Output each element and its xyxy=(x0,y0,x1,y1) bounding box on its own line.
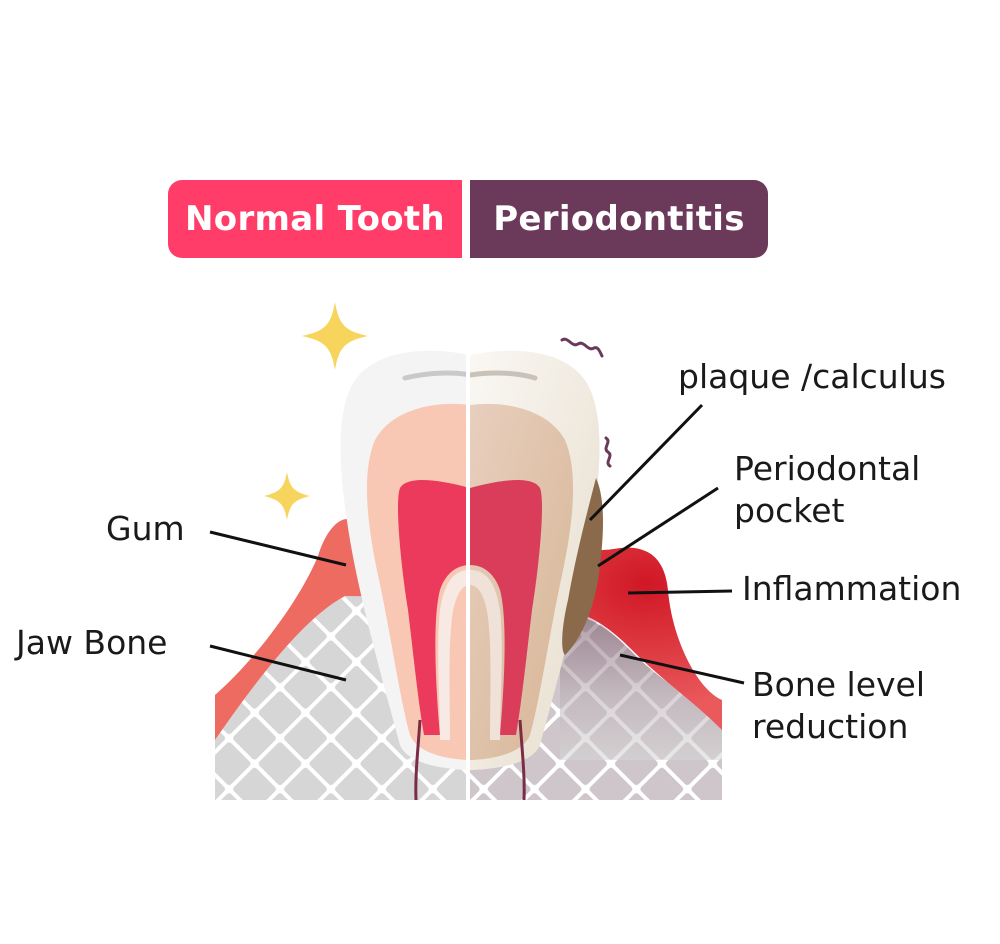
inflammation-leader-line xyxy=(627,589,733,595)
normal-tooth-tab: Normal Tooth xyxy=(168,180,462,258)
jaw-bone-label: Jaw Bone xyxy=(16,623,168,662)
periodontitis-half xyxy=(470,350,722,801)
pulp-normal xyxy=(398,480,466,735)
normal-tooth-half xyxy=(215,350,466,801)
periodontal-pocket-label-line1: Periodontal xyxy=(734,449,921,488)
bone-level-label-line1: Bone level xyxy=(752,665,926,704)
odor-squiggle-icon xyxy=(604,436,612,468)
plaque-leader-line xyxy=(588,403,704,522)
pulp-periodontitis xyxy=(470,480,543,735)
bone-level-leader-line xyxy=(619,653,745,685)
sparkle-large-icon xyxy=(302,302,368,370)
jaw-bone-leader-line xyxy=(209,644,347,682)
pocket-leader-line xyxy=(597,486,719,568)
nerve-normal xyxy=(414,719,422,801)
gum-leader-line xyxy=(209,530,347,567)
periodontitis-tab: Periodontitis xyxy=(470,180,768,258)
plaque-calculus-label: plaque /calculus xyxy=(678,357,946,396)
bone-level-label-line2: reduction xyxy=(752,707,909,746)
inflammation-label: Inflammation xyxy=(742,569,962,608)
plaque-calculus-deposit xyxy=(562,478,603,655)
leader-lines xyxy=(209,403,745,685)
nerve-periodontitis xyxy=(518,719,526,801)
sparkle-small-icon xyxy=(264,472,310,520)
odor-squiggle-icon xyxy=(560,337,604,358)
gum-label: Gum xyxy=(106,509,185,548)
periodontal-pocket-label-line2: pocket xyxy=(734,491,845,530)
